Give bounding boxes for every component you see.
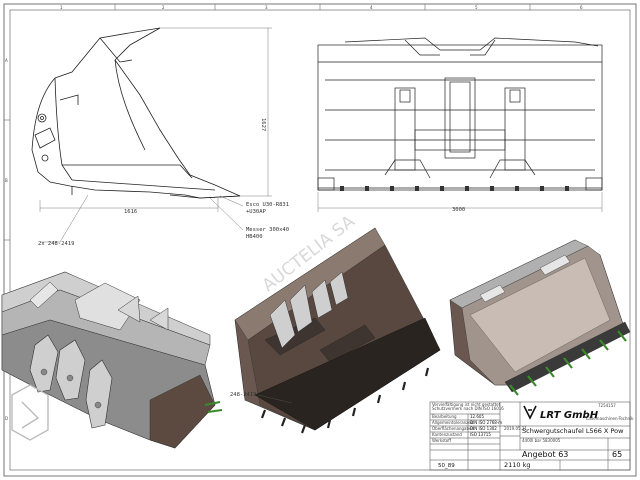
callout-part-number: 2x 248-2419 xyxy=(38,241,74,247)
company-name: LRT GmbH xyxy=(540,410,599,421)
title-block-value: DIN ISO 1302 xyxy=(470,426,497,431)
title-block-value: 12.605 xyxy=(470,414,484,419)
product-title: Schwergutschaufel L566 X Pow xyxy=(522,427,624,435)
callout-teeth: Esco U30-R831 xyxy=(246,202,289,208)
bucket-3d-rear-view xyxy=(1,271,223,449)
dimension-height: 1627 xyxy=(260,118,266,131)
title-block-row: Werkstoff xyxy=(432,438,451,443)
dimension-width: 3000 xyxy=(452,207,465,213)
title-block-value: DIN ISO 2768-m xyxy=(470,420,502,425)
col-marker: 3 xyxy=(265,5,268,10)
row-marker: D xyxy=(5,416,8,421)
lrt-stamp-logo xyxy=(11,384,49,441)
callout-part-number-2: 248-2419 xyxy=(230,392,257,398)
title-block-row: Bearbeitung xyxy=(432,414,457,419)
title-block-value: ISO 13715 xyxy=(470,432,491,437)
col-marker: 2 xyxy=(162,5,165,10)
bucket-front-view xyxy=(317,37,603,191)
title-block xyxy=(429,401,631,471)
sheet-number: 65 xyxy=(612,450,622,459)
row-marker: B xyxy=(5,178,8,183)
side-view-dimensions xyxy=(39,27,272,243)
callout-teeth: +U30AP xyxy=(246,209,267,215)
title-block-note: Schutzvermerk nach DIN ISO 16016 xyxy=(432,406,504,411)
product-subtitle: 4400l bar 5830005 xyxy=(522,438,561,443)
grid-column-markers: 1 2 3 4 5 6 xyxy=(60,4,583,10)
title-block-row: Allgemeintoleranzen xyxy=(432,420,474,425)
title-block-row: Kantenzustand xyxy=(432,432,462,437)
col-marker: 5 xyxy=(475,5,478,10)
title-block-note: Vervielfältigung ist nicht gestattet xyxy=(432,402,501,407)
scale: 50_89 xyxy=(438,463,455,469)
bucket-3d-top-view xyxy=(234,227,441,434)
col-marker: 6 xyxy=(580,5,583,10)
weight: 2110 kg xyxy=(504,461,531,469)
offer-number: Angebot 63 xyxy=(522,450,568,459)
dimension-depth: 1616 xyxy=(124,209,137,215)
callout-blade: HB400 xyxy=(246,234,263,240)
front-view-dimension xyxy=(317,192,603,212)
drawing-number: 7254157 xyxy=(598,403,616,408)
title-block-row: Oberflächenangaben xyxy=(432,426,474,431)
front-view-teeth xyxy=(340,186,569,191)
company-subtitle: Lademaschinen-Technik xyxy=(586,416,634,421)
title-block-date: 2019.05.21 xyxy=(504,426,527,431)
col-marker: 4 xyxy=(370,5,373,10)
bucket-side-view xyxy=(31,27,241,199)
col-marker: 1 xyxy=(60,5,63,10)
row-marker: A xyxy=(5,58,8,63)
callout-blade: Messer 300x40 xyxy=(246,227,289,233)
lrt-logo-icon xyxy=(523,405,537,420)
bucket-3d-front-view xyxy=(449,239,631,396)
